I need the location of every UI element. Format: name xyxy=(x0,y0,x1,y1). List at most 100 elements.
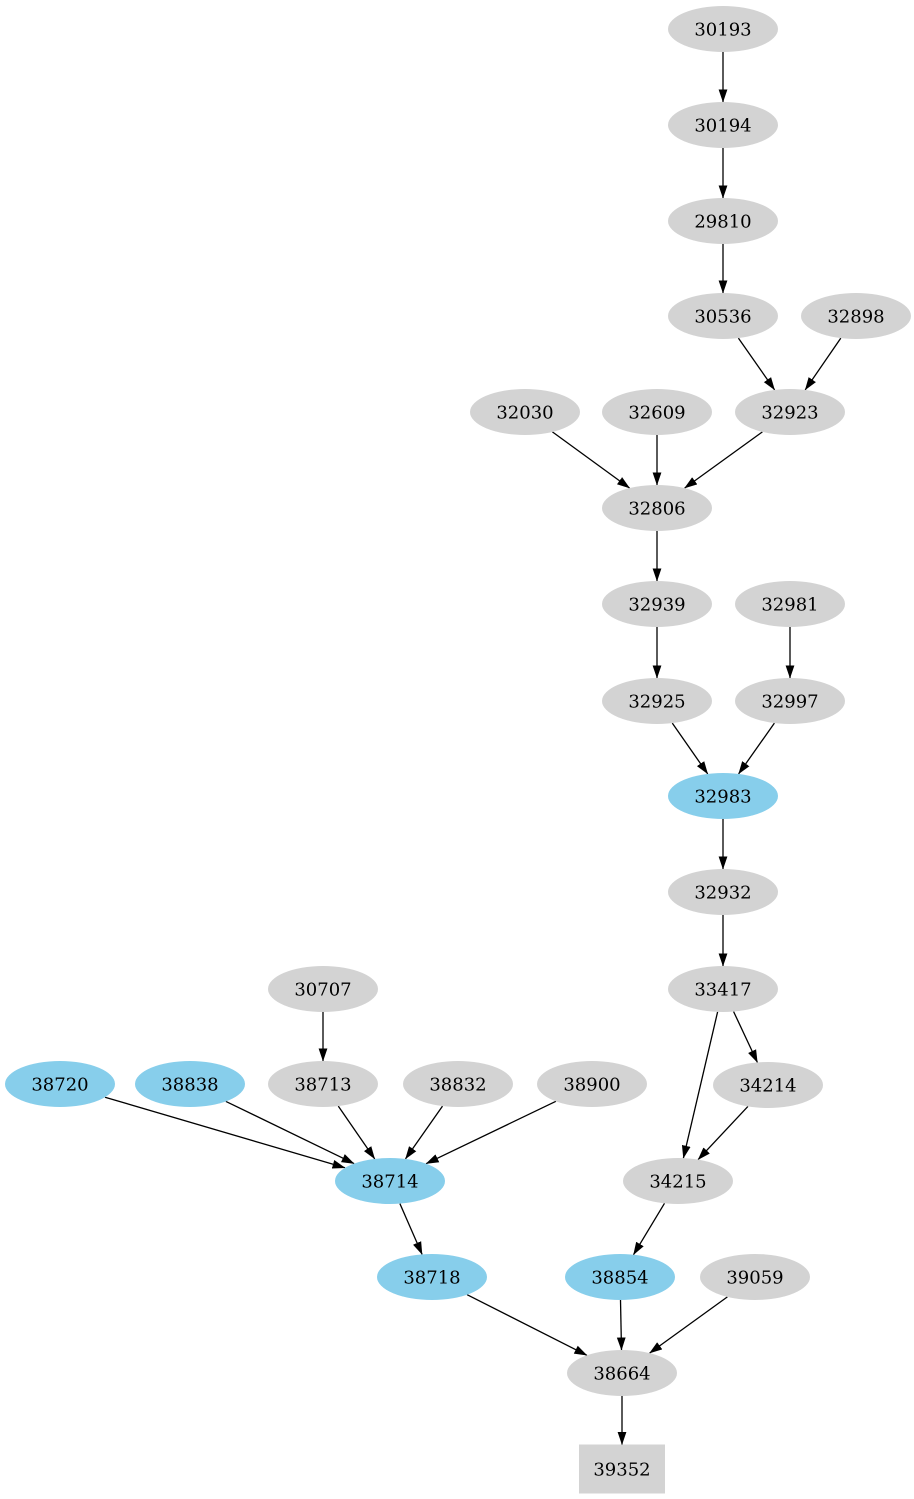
edge-34215-38854 xyxy=(632,1202,666,1256)
edge-layer xyxy=(104,52,842,1445)
edge-34214-34215 xyxy=(697,1105,749,1161)
node-label: 38664 xyxy=(593,1364,650,1385)
node-label: 32997 xyxy=(761,692,818,713)
graph-node-38714: 38714 xyxy=(335,1158,445,1204)
node-label: 38718 xyxy=(403,1268,460,1289)
edge-33417-34214 xyxy=(733,1011,758,1063)
graph-node-29810: 29810 xyxy=(668,198,778,244)
graph-node-38832: 38832 xyxy=(403,1061,513,1107)
edge-38713-38714 xyxy=(337,1105,376,1160)
graph-node-38664: 38664 xyxy=(567,1350,677,1396)
node-shape xyxy=(268,966,378,1012)
edge-32925-32983 xyxy=(671,722,709,775)
node-shape xyxy=(668,966,778,1012)
graph-node-32609: 32609 xyxy=(602,389,712,435)
node-label: 39352 xyxy=(593,1460,650,1481)
node-shape xyxy=(602,678,712,724)
node-shape xyxy=(668,6,778,52)
graph-node-32997: 32997 xyxy=(735,678,845,724)
graph-node-39059: 39059 xyxy=(700,1254,810,1300)
node-label: 34215 xyxy=(649,1172,706,1193)
node-shape xyxy=(565,1254,675,1300)
node-shape xyxy=(5,1061,115,1107)
node-shape xyxy=(403,1061,513,1107)
edge-32898-32923 xyxy=(804,337,842,391)
graph-node-38713: 38713 xyxy=(268,1061,378,1107)
node-shape xyxy=(623,1158,733,1204)
node-label: 30193 xyxy=(694,20,751,41)
node-label: 38714 xyxy=(361,1172,418,1193)
edge-39059-38664 xyxy=(649,1296,728,1354)
node-label: 32981 xyxy=(761,595,818,616)
node-shape xyxy=(567,1350,677,1396)
node-shape xyxy=(735,581,845,627)
graph-node-30193: 30193 xyxy=(668,6,778,52)
node-shape xyxy=(602,485,712,531)
edge-30536-32923 xyxy=(737,337,776,391)
node-label: 32609 xyxy=(628,403,685,424)
edge-32030-32806 xyxy=(552,431,631,489)
graph-node-38720: 38720 xyxy=(5,1061,115,1107)
graph-node-34214: 34214 xyxy=(713,1062,823,1108)
node-label: 32939 xyxy=(628,595,685,616)
node-shape xyxy=(668,198,778,244)
graph-node-32983: 32983 xyxy=(668,773,778,819)
node-shape xyxy=(735,678,845,724)
node-label: 30194 xyxy=(694,116,751,137)
node-shape xyxy=(801,293,911,339)
edge-38720-38714 xyxy=(104,1096,346,1169)
node-label: 29810 xyxy=(694,212,751,233)
node-shape xyxy=(713,1062,823,1108)
node-shape xyxy=(135,1061,245,1107)
node-label: 32898 xyxy=(827,307,884,328)
graph-node-30536: 30536 xyxy=(668,293,778,339)
node-shape xyxy=(668,102,778,148)
node-shape xyxy=(668,293,778,339)
edge-38714-38718 xyxy=(399,1203,423,1255)
edge-38718-38664 xyxy=(466,1294,588,1356)
node-label: 32932 xyxy=(694,883,751,904)
node-shape xyxy=(602,581,712,627)
node-label: 38838 xyxy=(161,1075,218,1096)
graph-node-38838: 38838 xyxy=(135,1061,245,1107)
graph-node-30194: 30194 xyxy=(668,102,778,148)
node-shape xyxy=(377,1254,487,1300)
edge-38854-38664 xyxy=(616,1299,626,1351)
edge-32923-32806 xyxy=(684,431,763,489)
node-shape xyxy=(268,1061,378,1107)
node-label: 33417 xyxy=(694,980,751,1001)
graph-node-32939: 32939 xyxy=(602,581,712,627)
node-label: 39059 xyxy=(726,1268,783,1289)
graph-node-38718: 38718 xyxy=(377,1254,487,1300)
node-label: 32806 xyxy=(628,499,685,520)
graph-node-32925: 32925 xyxy=(602,678,712,724)
node-label: 38854 xyxy=(591,1268,648,1289)
graph-node-32932: 32932 xyxy=(668,869,778,915)
node-label: 38832 xyxy=(429,1075,486,1096)
graph-node-39352: 39352 xyxy=(579,1444,665,1494)
node-label: 38720 xyxy=(31,1075,88,1096)
node-label: 32925 xyxy=(628,692,685,713)
graph-node-32898: 32898 xyxy=(801,293,911,339)
node-label: 30707 xyxy=(294,980,351,1001)
node-label: 32923 xyxy=(761,403,818,424)
graph-node-32806: 32806 xyxy=(602,485,712,531)
node-shape xyxy=(470,389,580,435)
graph-node-34215: 34215 xyxy=(623,1158,733,1204)
edge-33417-34215 xyxy=(681,1011,719,1159)
node-label: 38713 xyxy=(294,1075,351,1096)
edge-32997-32983 xyxy=(738,722,775,775)
node-label: 32030 xyxy=(496,403,553,424)
edge-38832-38714 xyxy=(404,1105,444,1160)
node-label: 30536 xyxy=(694,307,751,328)
graph-node-30707: 30707 xyxy=(268,966,378,1012)
node-shape xyxy=(602,389,712,435)
node-layer: 30193 30194 29810 30536 32898 32923 32030 32609… xyxy=(5,6,911,1494)
node-shape xyxy=(668,773,778,819)
graph-node-32030: 32030 xyxy=(470,389,580,435)
graph-node-38900: 38900 xyxy=(537,1061,647,1107)
node-shape xyxy=(668,869,778,915)
node-shape xyxy=(335,1158,445,1204)
